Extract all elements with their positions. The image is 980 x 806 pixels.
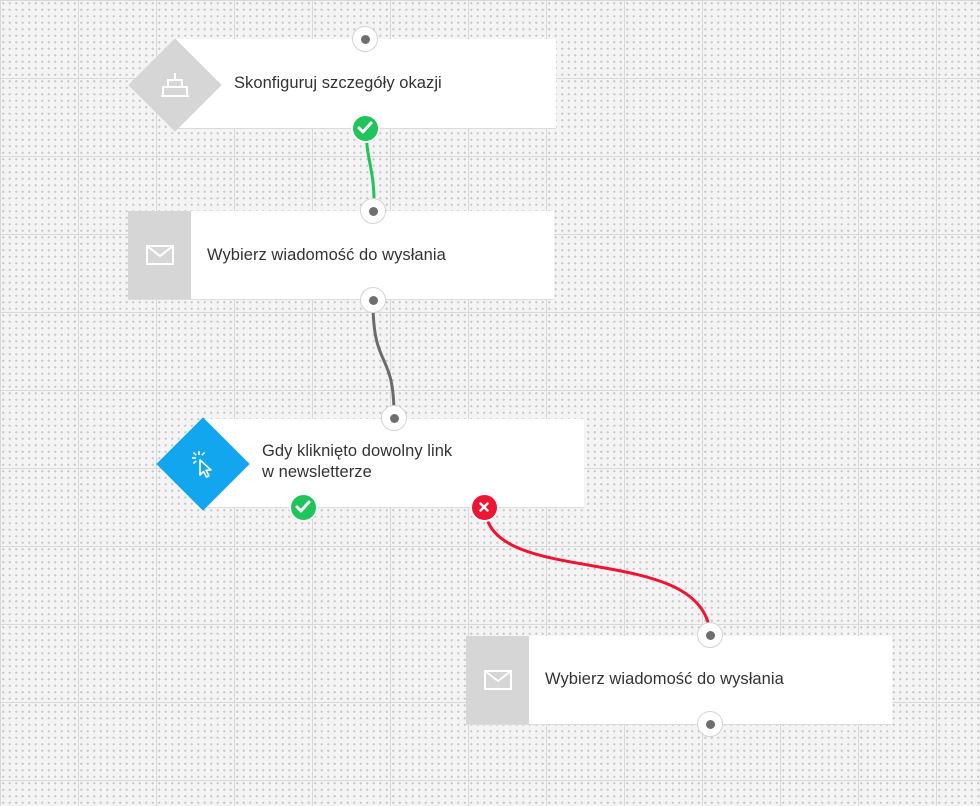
- node-message-2-label: Wybierz wiadomość do wysłania: [545, 670, 784, 688]
- node-occasion-badge[interactable]: [128, 38, 222, 132]
- node-message-1-label: Wybierz wiadomość do wysłania: [207, 246, 446, 264]
- node-occasion-input-port[interactable]: [352, 26, 378, 52]
- node-message-2-icon-block: [466, 636, 529, 724]
- node-link-click-condition[interactable]: Gdy kliknięto dowolny link w newsletterz…: [203, 419, 584, 508]
- node-link-click-no-port[interactable]: [469, 492, 499, 522]
- node-message-1-input-port[interactable]: [360, 198, 386, 224]
- node-message-2[interactable]: Wybierz wiadomość do wysłania: [466, 636, 892, 725]
- checkmark-icon: [295, 500, 311, 513]
- node-link-click-label-line2: w newsletterze: [262, 463, 372, 481]
- envelope-icon: [483, 670, 512, 690]
- node-message-2-input-port[interactable]: [697, 622, 723, 648]
- node-message-1-icon-block: [128, 211, 191, 299]
- node-link-click-yes-port[interactable]: [288, 492, 318, 522]
- cake-icon: [160, 71, 190, 99]
- node-link-click-input-port[interactable]: [381, 405, 407, 431]
- node-occasion-label: Skonfiguruj szczegóły okazji: [234, 74, 442, 92]
- node-occasion-success-port[interactable]: [350, 113, 380, 143]
- node-message-2-output-port[interactable]: [697, 711, 723, 737]
- node-message-1[interactable]: Wybierz wiadomość do wysłania: [128, 211, 554, 300]
- node-link-click-label-line1: Gdy kliknięto dowolny link: [262, 442, 453, 460]
- cursor-click-icon: [188, 449, 218, 479]
- checkmark-icon: [357, 121, 373, 134]
- node-message-1-output-port[interactable]: [360, 287, 386, 313]
- close-icon: [479, 502, 489, 512]
- node-link-click-badge[interactable]: [156, 417, 250, 511]
- envelope-icon: [145, 245, 174, 265]
